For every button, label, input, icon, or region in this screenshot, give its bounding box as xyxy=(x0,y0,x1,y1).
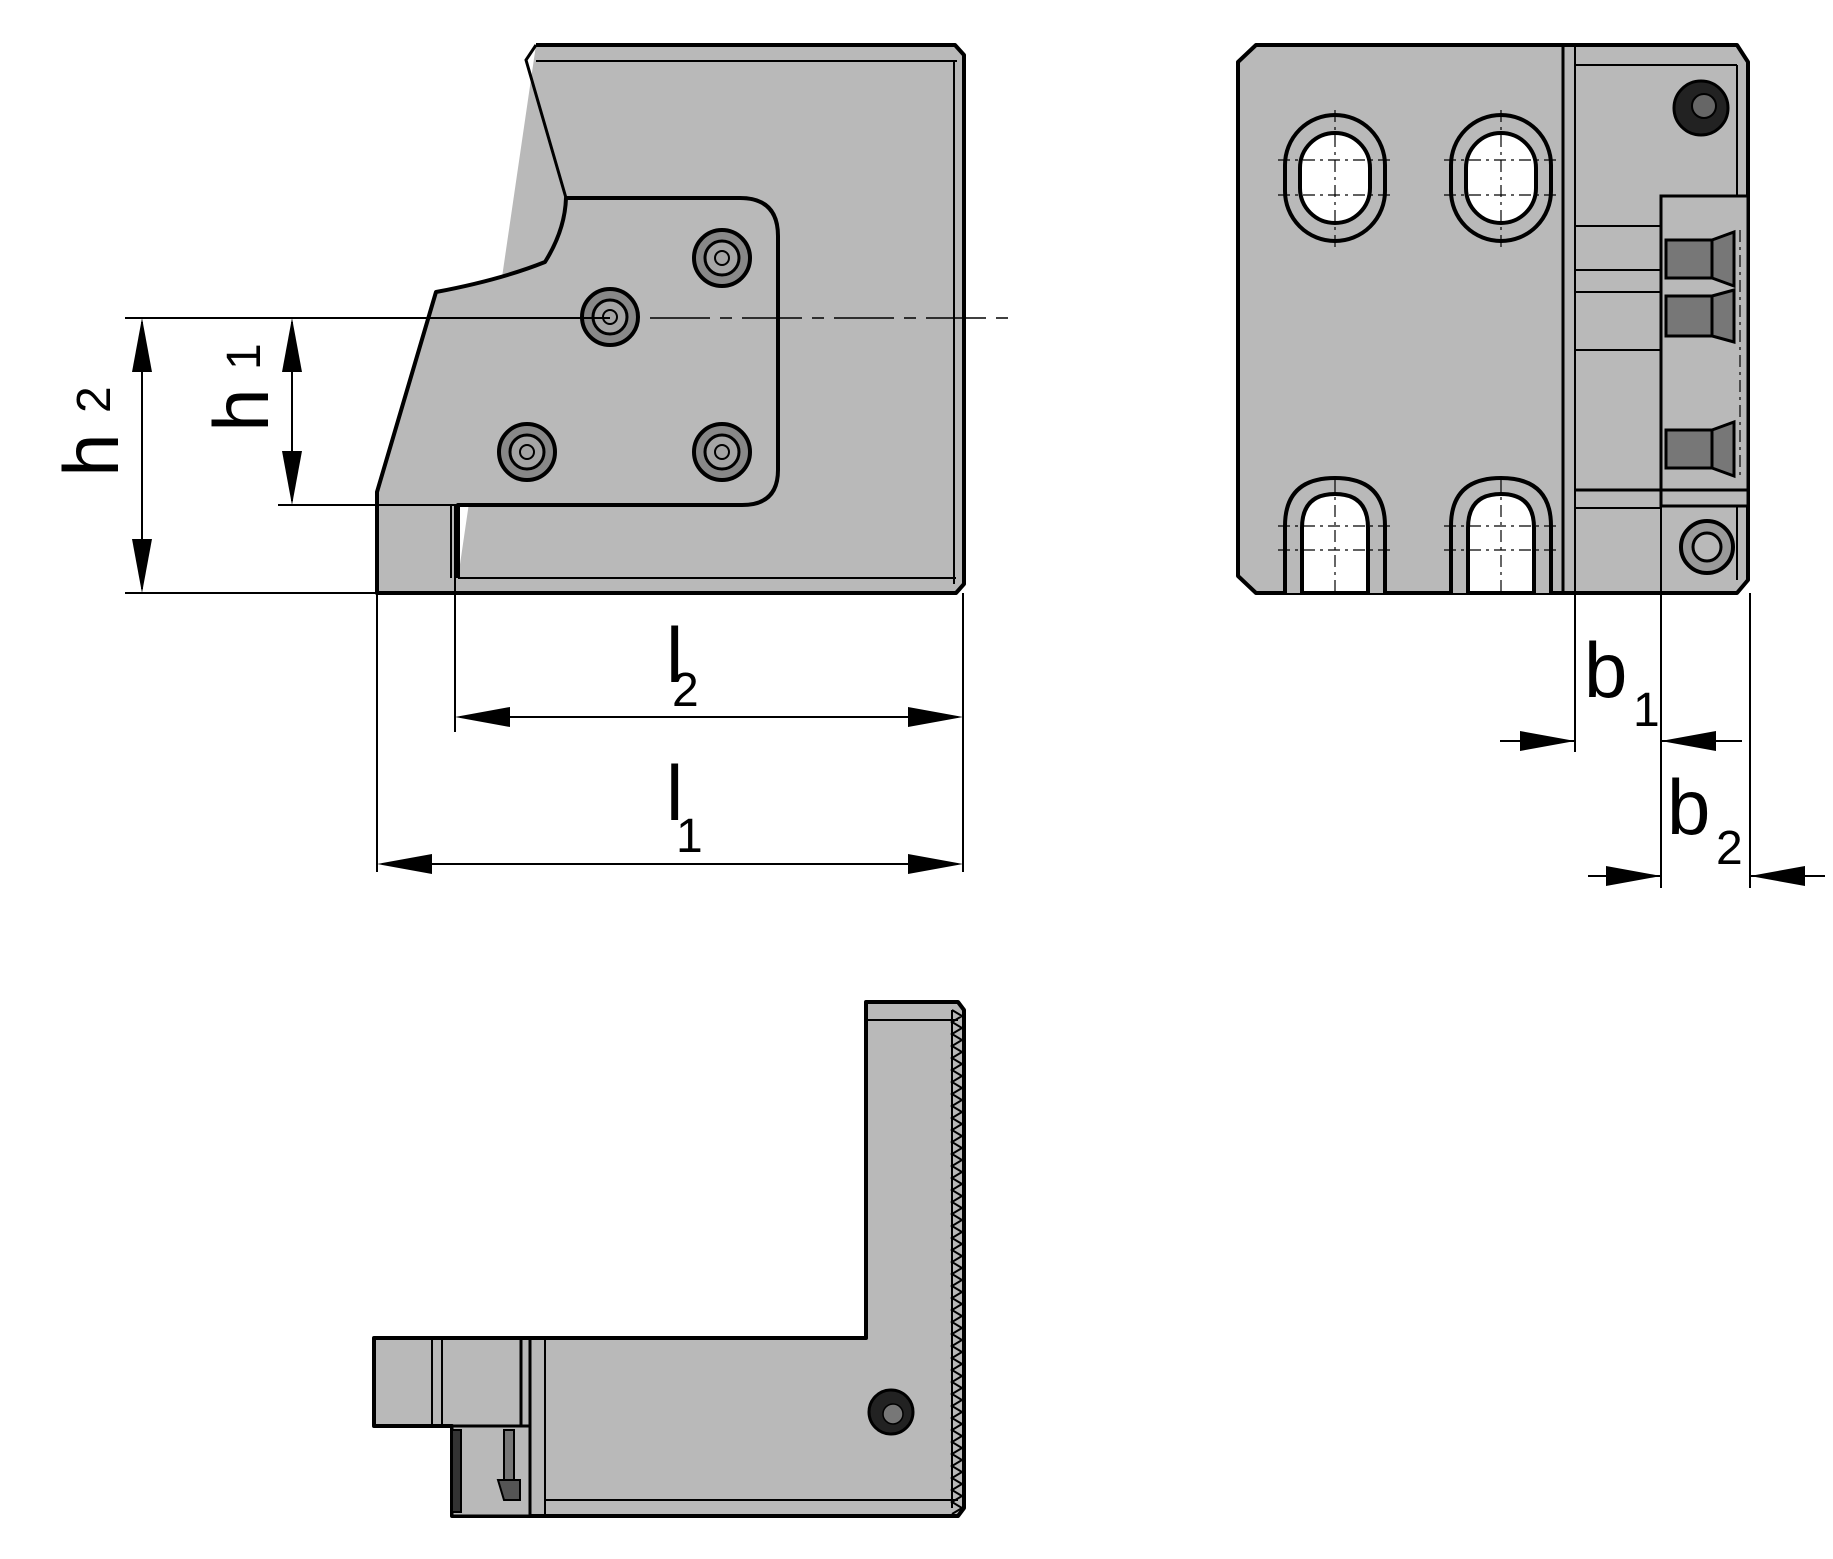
pin-icon xyxy=(1679,519,1735,575)
bolt-icon xyxy=(692,228,752,288)
dim-b1-subscript: 1 xyxy=(1633,684,1660,737)
dimension-h2: h 2 xyxy=(47,317,610,594)
dim-h1-label: h xyxy=(197,388,285,431)
dimension-l1: l 1 xyxy=(376,593,963,874)
dimension-b2: b 2 xyxy=(1588,763,1825,886)
clamp-screw-icon xyxy=(1664,229,1736,289)
dim-h2-label: h xyxy=(47,433,135,476)
bolt-icon xyxy=(497,422,557,482)
front-left-chamfer xyxy=(524,44,568,199)
dim-b2-subscript: 2 xyxy=(1716,822,1743,875)
dim-b1-label: b xyxy=(1584,626,1627,714)
dim-h1-subscript: 1 xyxy=(218,343,271,370)
slot-hole xyxy=(1278,110,1392,248)
dim-l1-subscript: 1 xyxy=(676,810,703,863)
dimension-b1: b 1 xyxy=(1500,506,1751,888)
dim-l2-subscript: 2 xyxy=(672,664,699,717)
front-bolts xyxy=(497,228,752,482)
clamp-screw-icon xyxy=(1664,288,1736,344)
pin-icon xyxy=(867,1388,915,1436)
dim-h2-subscript: 2 xyxy=(68,386,121,413)
dimension-h1: h 1 xyxy=(197,318,458,506)
serration-edge xyxy=(950,1009,964,1515)
dim-l1-label: l xyxy=(666,749,683,837)
top-view xyxy=(372,1000,966,1518)
open-slot xyxy=(1278,475,1392,595)
dim-b2-label: b xyxy=(1667,763,1710,851)
bolt-icon xyxy=(692,422,752,482)
front-view xyxy=(375,43,1008,595)
top-clamp-part xyxy=(450,1424,532,1518)
open-slot xyxy=(1444,475,1558,595)
side-view xyxy=(1236,43,1750,595)
slot-hole xyxy=(1444,110,1558,248)
front-pocket-outline xyxy=(456,196,780,578)
clamp-screw-icon xyxy=(1664,419,1736,479)
dimension-l2: l 2 xyxy=(454,505,964,872)
set-screw-icon xyxy=(1672,79,1730,137)
dim-l2-label: l xyxy=(666,611,683,699)
